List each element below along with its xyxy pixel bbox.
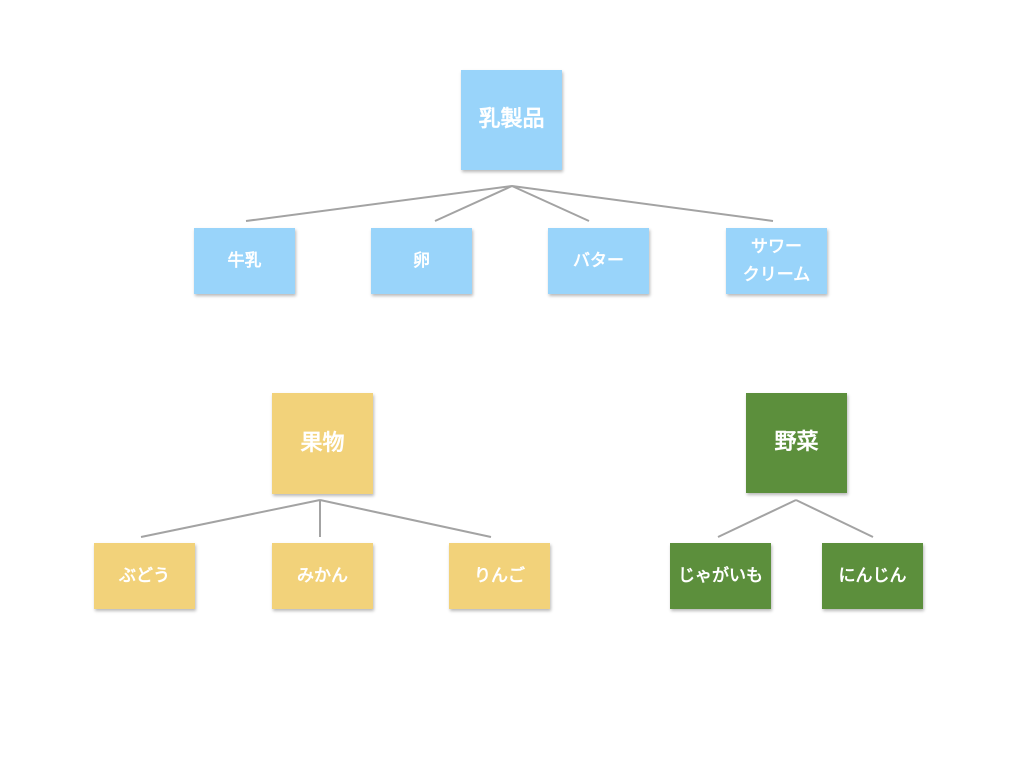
node-potato: じゃがいも	[670, 543, 771, 609]
connector-apple	[319, 499, 492, 538]
node-butter: バター	[548, 228, 649, 294]
connector-egg	[434, 185, 513, 222]
connector-grape	[140, 499, 321, 538]
node-mikan: みかん	[272, 543, 373, 609]
connector-milk	[245, 185, 513, 222]
connector-carrot	[795, 499, 874, 538]
connector-potato	[717, 499, 797, 538]
node-fruit: 果物	[272, 393, 373, 494]
node-sour-cream: サワー クリーム	[726, 228, 827, 294]
connector-butter	[511, 185, 590, 222]
node-apple: りんご	[449, 543, 550, 609]
node-milk: 牛乳	[194, 228, 295, 294]
node-dairy: 乳製品	[461, 70, 562, 170]
node-grape: ぶどう	[94, 543, 195, 609]
node-carrot: にんじん	[822, 543, 923, 609]
node-vegetable: 野菜	[746, 393, 847, 493]
connector-sour-cream	[511, 185, 774, 222]
node-egg: 卵	[371, 228, 472, 294]
